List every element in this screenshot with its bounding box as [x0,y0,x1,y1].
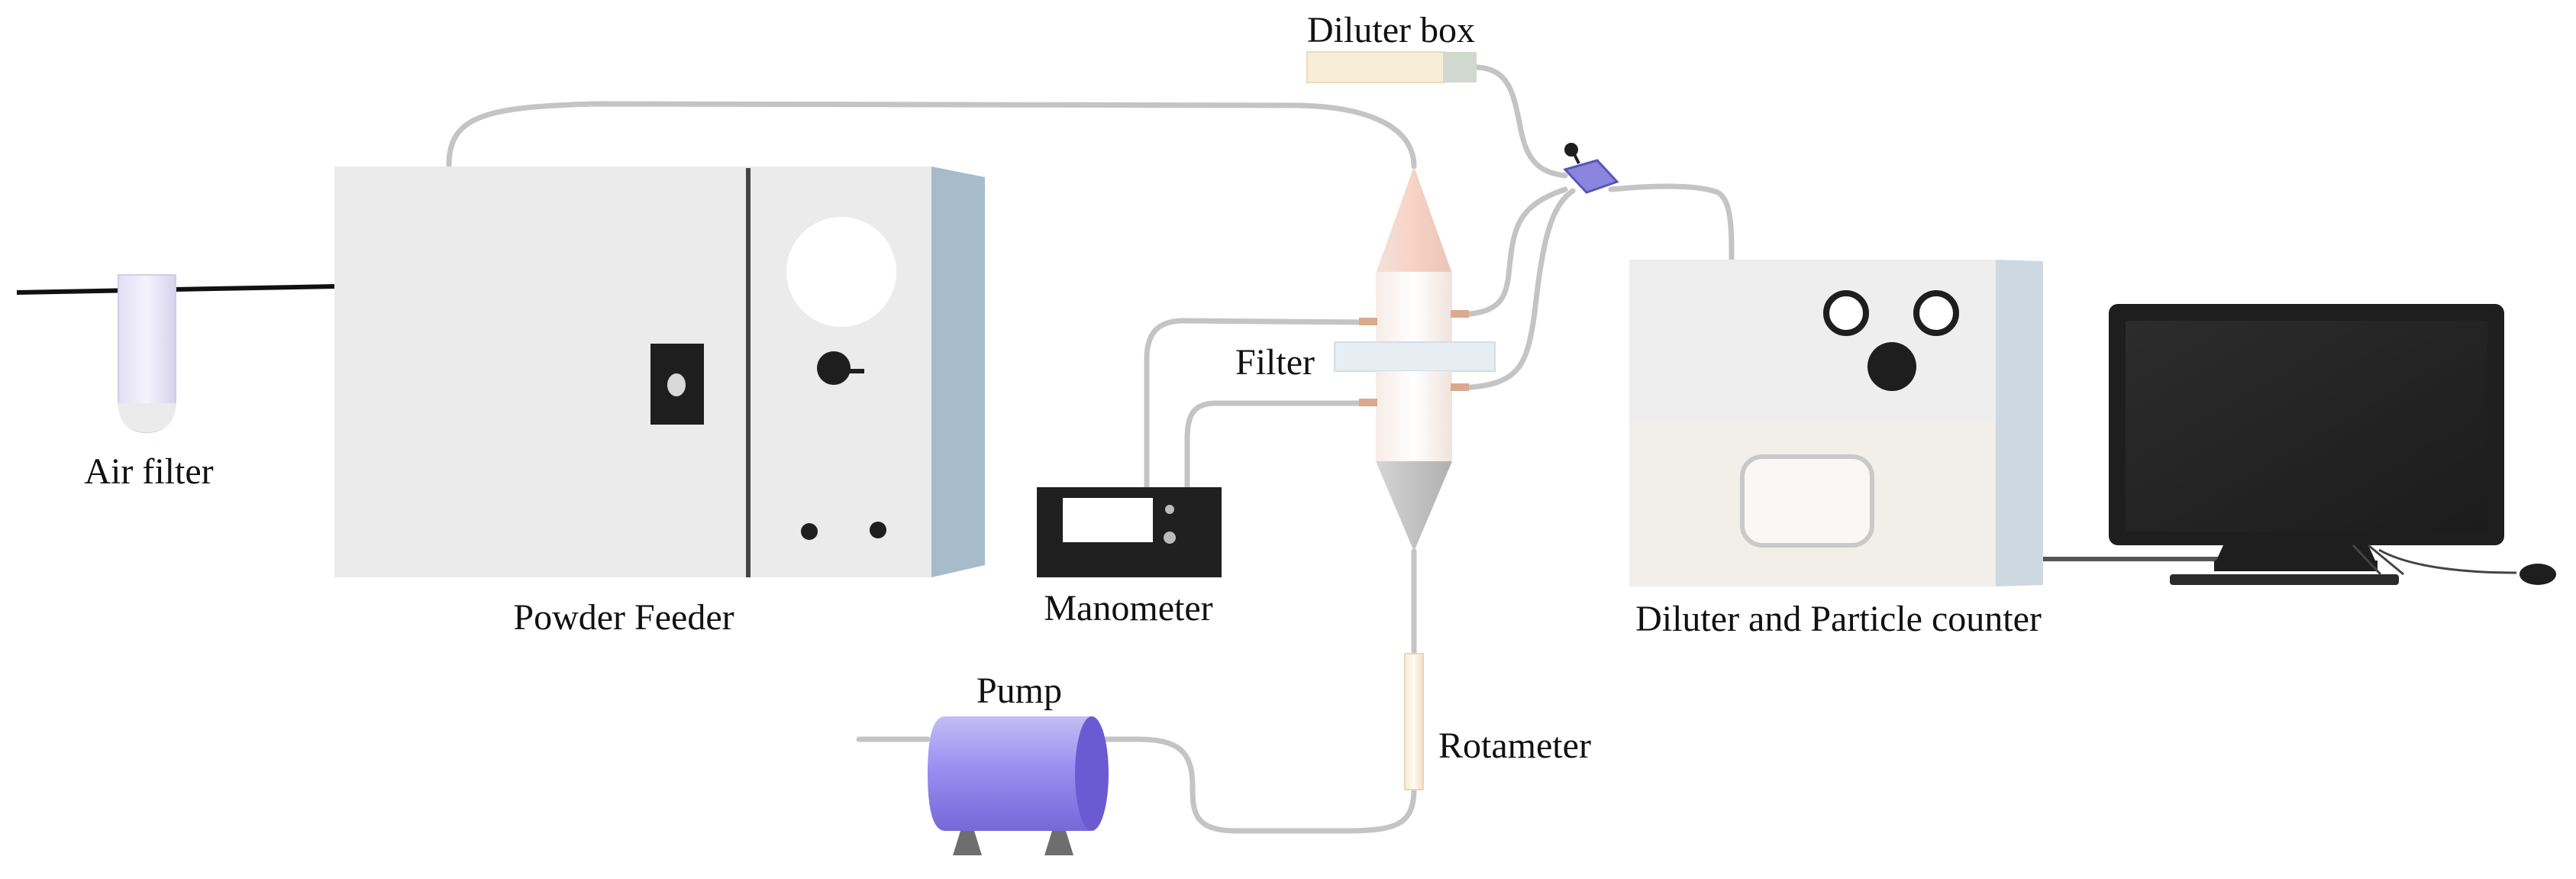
counter-gauge-right [1913,290,1959,336]
rotameter-label: Rotameter [1438,725,1591,766]
port-lower-right [1451,383,1469,391]
powder-feeder-label: Powder Feeder [513,597,734,638]
powder-feeder-window [786,217,896,327]
pump-label: Pump [976,671,1062,711]
air-filter-cap [118,403,176,432]
cyclone-lower-cylinder [1376,371,1452,461]
pump-body [928,716,1090,831]
filter-assembly: Filter [1235,166,1496,551]
powder-feeder-switch [667,373,686,396]
diluter-particle-counter: Diluter and Particle counter [1629,260,2043,639]
diluter-box-end [1443,52,1477,82]
diluter-box: Diluter box [1306,10,1477,83]
powder-feeder-button-right [870,522,886,538]
computer [2109,304,2556,585]
keyboard-cables [2352,544,2517,576]
tube-feeder-to-cyclone [446,101,1417,170]
pump-foot-right [1044,831,1073,855]
rotameter: Rotameter [1404,653,1591,790]
cyclone-top-cone [1376,166,1452,273]
port-upper-right [1451,310,1469,318]
manometer-button-bottom [1164,532,1176,544]
tube-cyclone-lower-to-connector [1457,188,1576,391]
counter-window [1740,454,1874,548]
filter-disc [1334,341,1496,372]
monitor-screen [2126,321,2487,532]
connector-valve-knob [1564,143,1578,157]
tube-cyclone-to-manometer-1 [1144,318,1370,492]
manometer-display [1063,498,1153,542]
manometer: Manometer [1037,487,1222,629]
port-upper-left [1359,318,1377,325]
pump-foot-left [953,831,982,855]
connector-body [1563,159,1619,194]
air-filter: Air filter [16,274,335,492]
powder-feeder: Powder Feeder [334,166,985,638]
air-filter-label: Air filter [84,451,213,492]
powder-feeder-button-left [801,523,818,540]
counter-top-section [1629,260,1996,422]
cyclone-upper-cylinder [1376,272,1452,342]
mouse [2520,564,2556,585]
counter-knob [1867,342,1916,391]
counter-gauge-left [1823,290,1869,336]
pump: Pump [928,671,1109,855]
cyclone-bottom-cone [1376,461,1452,551]
tube-cyclone-upper-to-connector [1457,186,1568,318]
manometer-label: Manometer [1044,588,1212,629]
tubing [446,64,2224,834]
monitor-base [2214,561,2377,571]
counter-bottom-side [1996,422,2043,587]
powder-feeder-knob [817,351,851,385]
flow-connector [1563,143,1619,194]
counter-label: Diluter and Particle counter [1635,599,2042,639]
tube-diluterbox-to-connector [1474,64,1568,179]
rotameter-tube [1404,653,1424,790]
diluter-box-body [1306,51,1445,83]
port-lower-left [1359,399,1377,406]
manometer-button-top [1165,505,1174,514]
tube-cyclone-to-manometer-2 [1184,400,1370,492]
tube-connector-to-counter [1608,183,1735,263]
counter-top-side [1996,260,2043,422]
pump-end-cap [1075,716,1109,831]
keyboard [2170,574,2399,585]
monitor-neck [2216,545,2376,562]
tube-rotameter-to-pump [1102,736,1417,834]
powder-feeder-side [931,166,985,577]
filter-label: Filter [1235,342,1315,383]
diluter-box-label: Diluter box [1307,10,1475,50]
